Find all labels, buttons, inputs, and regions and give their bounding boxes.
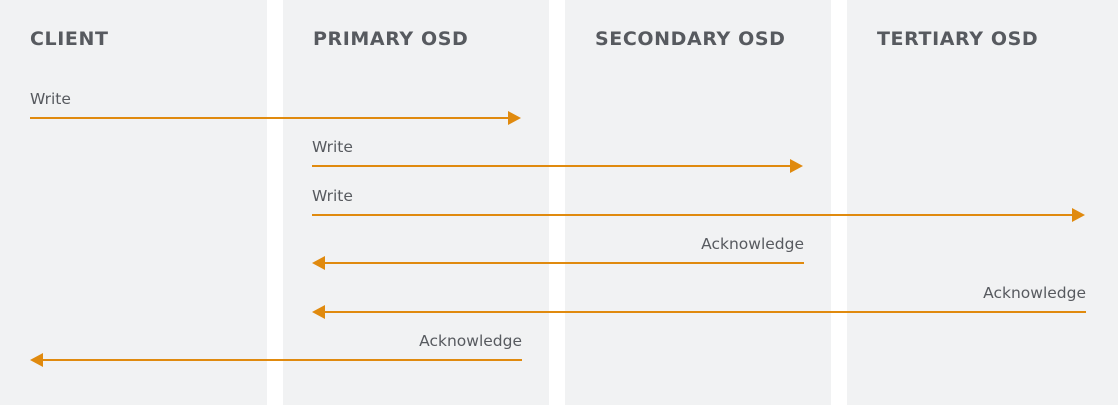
message-label-ack-secondary-to-primary: Acknowledge (701, 235, 804, 253)
arrow-head (30, 353, 43, 367)
arrow-write-client-to-primary (30, 111, 521, 125)
arrow-head (312, 256, 325, 270)
message-label-ack-tertiary-to-primary: Acknowledge (983, 284, 1086, 302)
lane-secondary-osd: SECONDARY OSD (565, 0, 831, 405)
lane-tertiary-osd: TERTIARY OSD (847, 0, 1118, 405)
lane-title-client: CLIENT (30, 28, 109, 50)
arrow-write-primary-to-tertiary (312, 208, 1085, 222)
lane-title-primary-osd: PRIMARY OSD (313, 28, 469, 50)
arrow-ack-secondary-to-primary (312, 256, 804, 270)
lane-title-secondary-osd: SECONDARY OSD (595, 28, 786, 50)
message-label-ack-primary-to-client: Acknowledge (419, 332, 522, 350)
arrow-head (312, 305, 325, 319)
message-label-write-client-to-primary: Write (30, 90, 71, 108)
message-label-write-primary-to-secondary: Write (312, 138, 353, 156)
lane-client: CLIENT (0, 0, 267, 405)
arrow-head (1072, 208, 1085, 222)
message-label-write-primary-to-tertiary: Write (312, 187, 353, 205)
lane-title-tertiary-osd: TERTIARY OSD (877, 28, 1039, 50)
arrow-write-primary-to-secondary (312, 159, 803, 173)
lane-primary-osd: PRIMARY OSD (283, 0, 549, 405)
arrow-head (508, 111, 521, 125)
arrow-ack-tertiary-to-primary (312, 305, 1086, 319)
arrow-head (790, 159, 803, 173)
arrow-ack-primary-to-client (30, 353, 522, 367)
